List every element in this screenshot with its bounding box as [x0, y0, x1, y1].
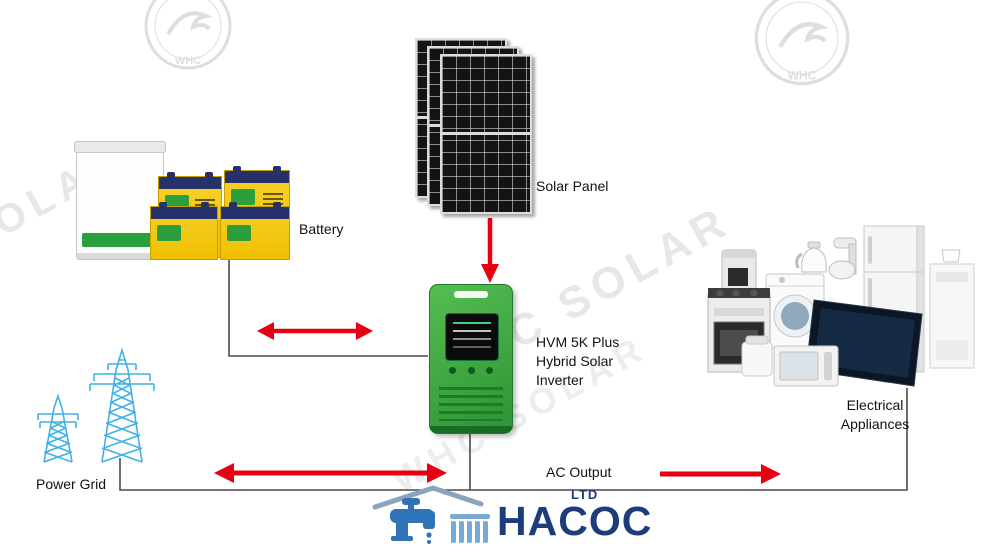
transmission-tower-small-icon: [37, 393, 79, 463]
appliances-label: Electrical Appliances: [830, 396, 920, 434]
lead-acid-battery-icon: [220, 202, 290, 260]
arrow-solar-to-inverter: [481, 218, 499, 283]
inverter-label: HVM 5K Plus Hybrid Solar Inverter: [536, 333, 619, 390]
wire-battery-to-inverter: [228, 260, 428, 357]
wall-battery-base: [77, 253, 163, 259]
inverter-vents: [439, 387, 503, 421]
inverter-brand-badge: [454, 291, 488, 298]
battery-cap: [225, 171, 289, 183]
battery-cap: [151, 207, 217, 219]
inverter-label-line3: Inverter: [536, 372, 584, 388]
transmission-tower-large-icon: [89, 347, 155, 463]
battery-label: Battery: [299, 221, 344, 237]
logo-suffix: LTD: [571, 487, 599, 502]
battery-cap: [221, 207, 289, 219]
wall-battery-brand-strip: [82, 233, 158, 247]
power-grid-label: Power Grid: [36, 476, 107, 492]
battery-label-sticker: [227, 225, 251, 241]
ac-output-label: AC Output: [546, 464, 612, 480]
solar-panel-front-icon: [440, 54, 532, 214]
logo-wordmark: HACOC: [497, 498, 653, 544]
rice-cooker-icon: [741, 335, 773, 377]
mini-fridge-icon: [929, 249, 975, 369]
coffee-maker-icon: [721, 249, 757, 291]
microwave-icon: [773, 345, 839, 387]
hacoc-logo-icon: [372, 485, 490, 544]
inverter-display-screen: [445, 313, 499, 361]
power-grid-graphic: [37, 347, 155, 463]
appliances-label-line1: Electrical: [846, 397, 904, 413]
kettle-icon: [795, 241, 827, 273]
watermark-crest-icon: WHC: [754, 0, 850, 86]
solar-panel-label: Solar Panel: [536, 178, 609, 194]
inverter-buttons: [449, 367, 493, 374]
wall-battery-top: [74, 141, 166, 153]
battery-label-sticker: [231, 189, 255, 205]
logo-radiator: [450, 514, 490, 543]
appliances-graphic: [707, 225, 975, 387]
hybrid-inverter-icon: [429, 284, 513, 434]
battery-cap: [159, 177, 221, 189]
lead-acid-battery-icon: [150, 202, 218, 260]
watermark-crest-label: WHC: [175, 55, 201, 67]
wall-battery-icon: [74, 141, 166, 260]
appliances-label-line2: Appliances: [840, 416, 910, 432]
inverter-label-line2: Hybrid Solar: [536, 353, 614, 369]
watermark-crest-label: WHC: [788, 68, 817, 82]
logo-roof: [372, 485, 484, 510]
watermark-crest-icon: WHC: [144, 0, 232, 70]
logo-faucet: [390, 498, 435, 544]
mixer-icon: [828, 237, 857, 280]
arrow-ac-output: [660, 464, 781, 484]
inverter-base: [430, 426, 512, 433]
inverter-label-line1: HVM 5K Plus: [536, 334, 620, 350]
arrow-battery-inverter-bidirectional: [257, 322, 373, 340]
battery-label-sticker: [157, 225, 181, 241]
